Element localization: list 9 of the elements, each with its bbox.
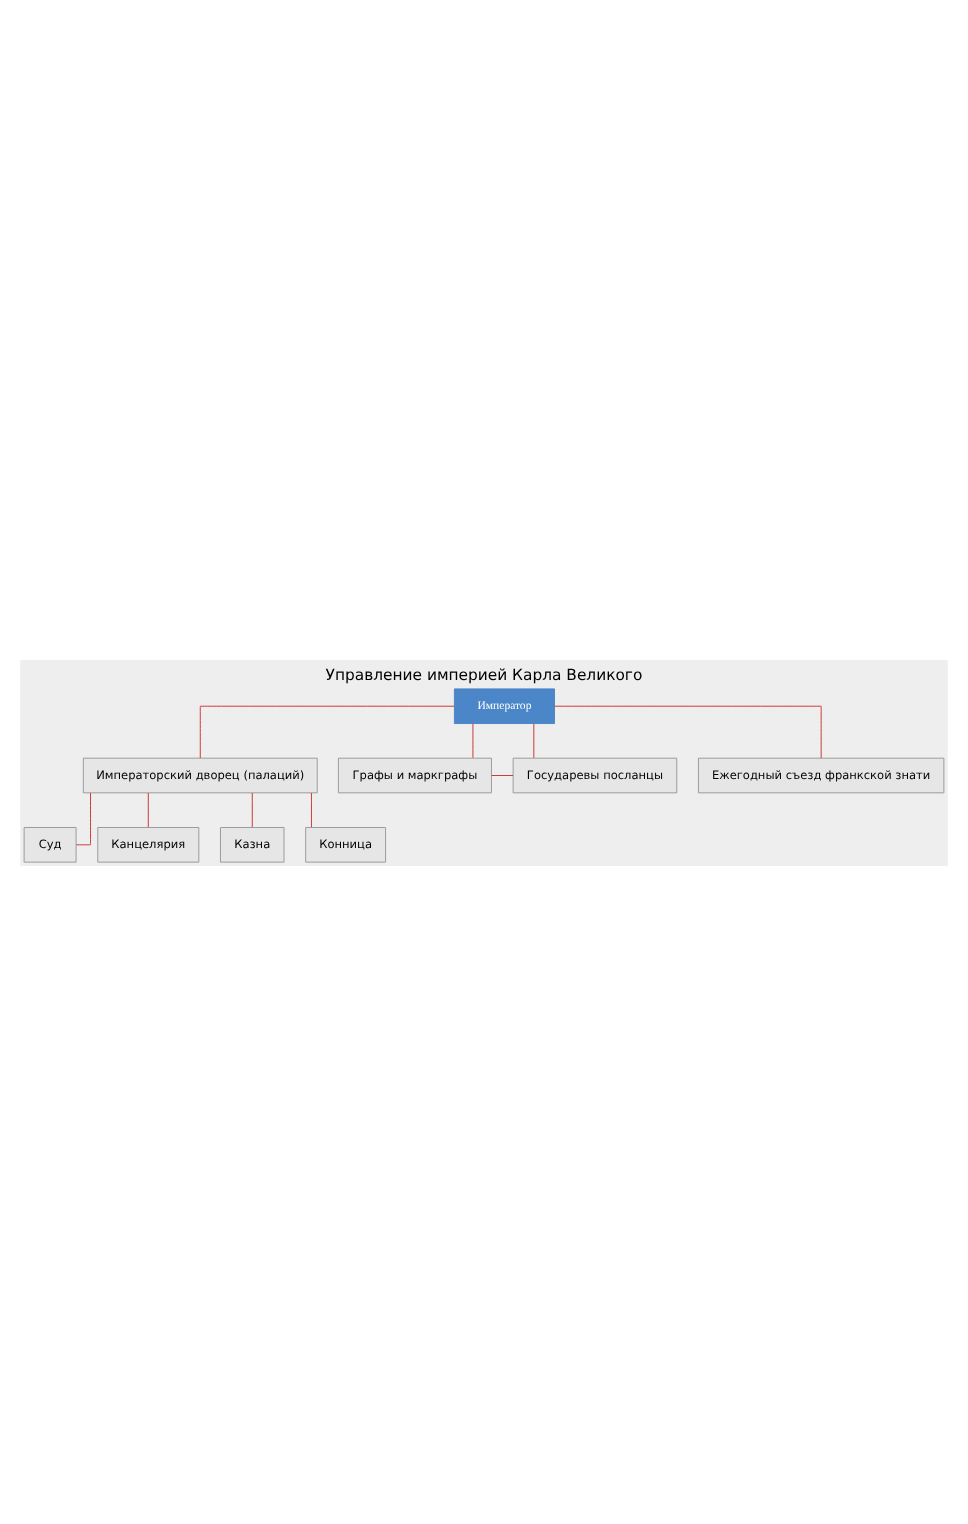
connector (533, 722, 535, 758)
connector (199, 704, 455, 758)
connector (472, 722, 474, 758)
connector (75, 791, 91, 845)
connector (554, 704, 822, 758)
connector (251, 791, 253, 827)
connector (491, 774, 514, 775)
connector (147, 791, 149, 827)
connector (310, 791, 312, 827)
